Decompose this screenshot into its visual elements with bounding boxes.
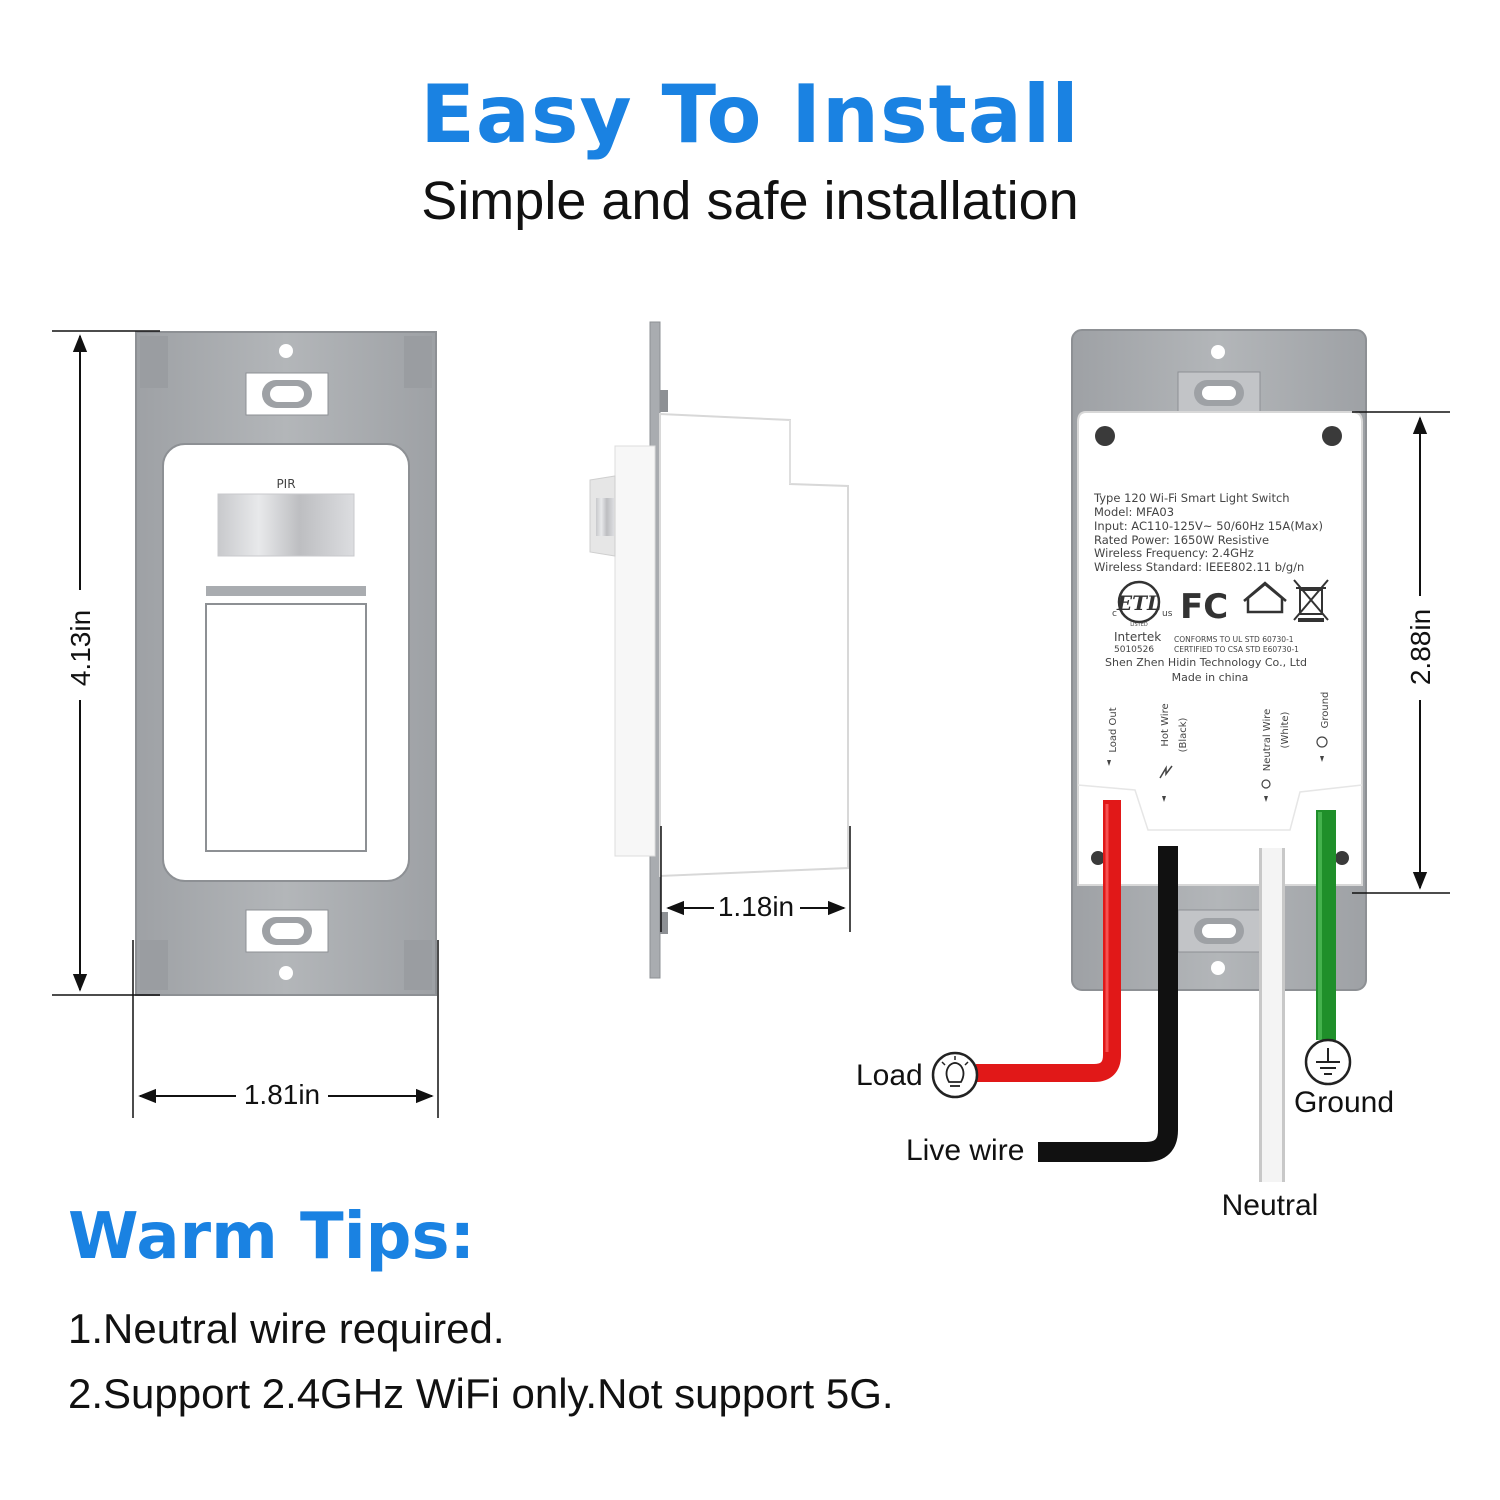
terminal-hot-color: (Black) — [1178, 717, 1189, 752]
front-view-switch: PIR — [135, 331, 437, 996]
label-line-6: Wireless Standard: IEEE802.11 b/g/n — [1094, 560, 1304, 574]
ground-symbol-icon — [1304, 1038, 1352, 1086]
label-line-2: Model: MFA03 — [1094, 505, 1174, 519]
etl-listed-mark-icon: ETL c us LISTED — [1112, 580, 1173, 628]
live-wire — [1038, 846, 1178, 1162]
label-line-4: Rated Power: 1650W Resistive — [1094, 533, 1269, 547]
depth-label: 1.18in — [718, 891, 794, 922]
load-label: Load — [856, 1059, 923, 1092]
pir-label: PIR — [276, 477, 295, 491]
width-dimension: 1.81in — [132, 940, 439, 1118]
page-subtitle: Simple and safe installation — [421, 171, 1079, 231]
neutral-label: Neutral — [1222, 1189, 1319, 1222]
page-title: Easy To Install — [420, 68, 1080, 161]
terminal-neutral-wire: Neutral Wire — [1262, 709, 1273, 772]
module-height-label: 2.88in — [1405, 609, 1436, 685]
terminal-hot-wire: Hot Wire — [1160, 703, 1171, 746]
height-dimension: 4.13in — [52, 330, 160, 996]
certified-label: CERTIFIED TO CSA STD E60730-1 — [1174, 645, 1299, 654]
label-line-5: Wireless Frequency: 2.4GHz — [1094, 546, 1254, 560]
wires — [976, 800, 1336, 1182]
home-use-icon — [1243, 581, 1287, 614]
width-label: 1.81in — [244, 1079, 320, 1110]
etl-mark: ETL — [1116, 591, 1161, 615]
fcc-mark-icon: FC — [1180, 587, 1228, 627]
terminal-neutral-color: (White) — [1280, 711, 1291, 748]
live-wire-label: Live wire — [906, 1134, 1024, 1167]
bulb-icon — [931, 1051, 979, 1099]
ground-label: Ground — [1294, 1086, 1394, 1119]
terminal-ground: Ground — [1320, 692, 1331, 729]
intertek-label: Intertek — [1114, 630, 1161, 644]
etl-c: c — [1112, 609, 1117, 619]
terminal-load-out: Load Out — [1108, 707, 1119, 752]
tip-item-1: 1.Neutral wire required. — [68, 1305, 505, 1352]
warm-tips-heading: Warm Tips: — [68, 1200, 476, 1274]
load-wire — [976, 800, 1121, 1082]
made-in-label: Made in china — [1172, 671, 1249, 684]
label-line-3: Input: AC110-125V~ 50/60Hz 15A(Max) — [1094, 519, 1323, 533]
depth-dimension: 1.18in — [660, 826, 851, 932]
label-line-1: Type 120 Wi-Fi Smart Light Switch — [1093, 491, 1290, 505]
company-label: Shen Zhen Hidin Technology Co., Ltd — [1105, 656, 1307, 669]
conforms-label: CONFORMS TO UL STD 60730-1 — [1174, 635, 1294, 644]
etl-listed: LISTED — [1130, 622, 1148, 628]
height-label: 4.13in — [65, 610, 96, 686]
intertek-code: 5010526 — [1114, 645, 1154, 655]
etl-us: us — [1162, 609, 1173, 619]
tip-item-2: 2.Support 2.4GHz WiFi only.Not support 5… — [68, 1370, 894, 1417]
side-view-switch — [589, 321, 849, 979]
module-height-dimension: 2.88in — [1352, 411, 1450, 894]
back-view-switch: Type 120 Wi-Fi Smart Light Switch Model:… — [1071, 329, 1367, 991]
weee-bin-icon — [1293, 579, 1329, 622]
